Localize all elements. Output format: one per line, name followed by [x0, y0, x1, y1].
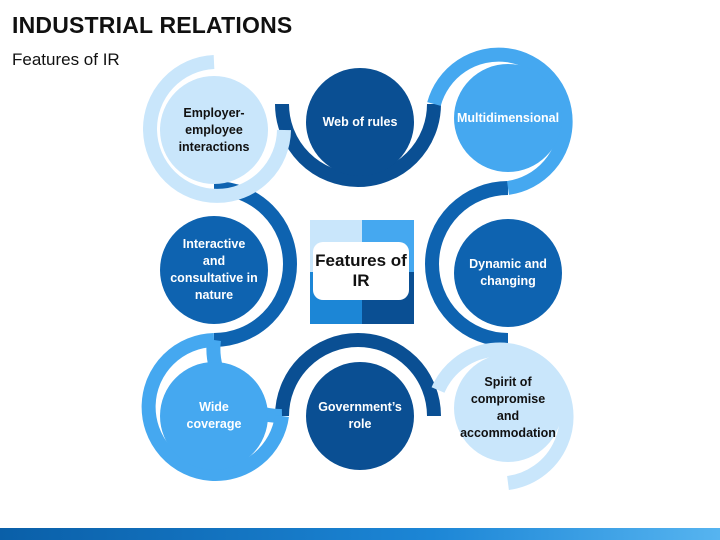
arc-6-8	[275, 333, 441, 417]
feature-label-6: Wide coverage	[186, 400, 242, 431]
feature-label-5: Dynamic and changing	[469, 257, 547, 288]
feature-circle-6	[160, 362, 268, 470]
arc-3-5	[425, 181, 509, 347]
feature-label-8: Spirit of compromise and accommodation	[460, 375, 556, 440]
page-subtitle: Features of IR	[12, 50, 120, 69]
page-title: INDUSTRIAL RELATIONS	[12, 12, 293, 38]
center-label: Features of IR	[315, 251, 407, 290]
feature-circle-2	[306, 68, 414, 176]
center-square	[310, 220, 414, 324]
feature-circle-4	[160, 216, 268, 324]
feature-label-7: Government’s role	[318, 400, 402, 431]
feature-circle-7	[306, 362, 414, 470]
ring-8	[431, 342, 574, 490]
feature-label-3: Multidimensional	[456, 110, 560, 125]
ring-3	[427, 47, 573, 195]
footer-bar	[0, 528, 720, 540]
feature-label-4: Interactive and consultative in nature	[170, 237, 258, 302]
feature-label-2: Web of rules	[322, 114, 398, 129]
feature-circle-1	[160, 76, 268, 184]
ring-1	[143, 55, 291, 203]
feature-circle-5	[454, 219, 562, 327]
feature-label-1: Employer-employee interactions	[178, 105, 250, 154]
feature-circle-8	[454, 354, 562, 462]
feature-circle-3	[454, 64, 562, 172]
ring-6b	[141, 333, 289, 481]
